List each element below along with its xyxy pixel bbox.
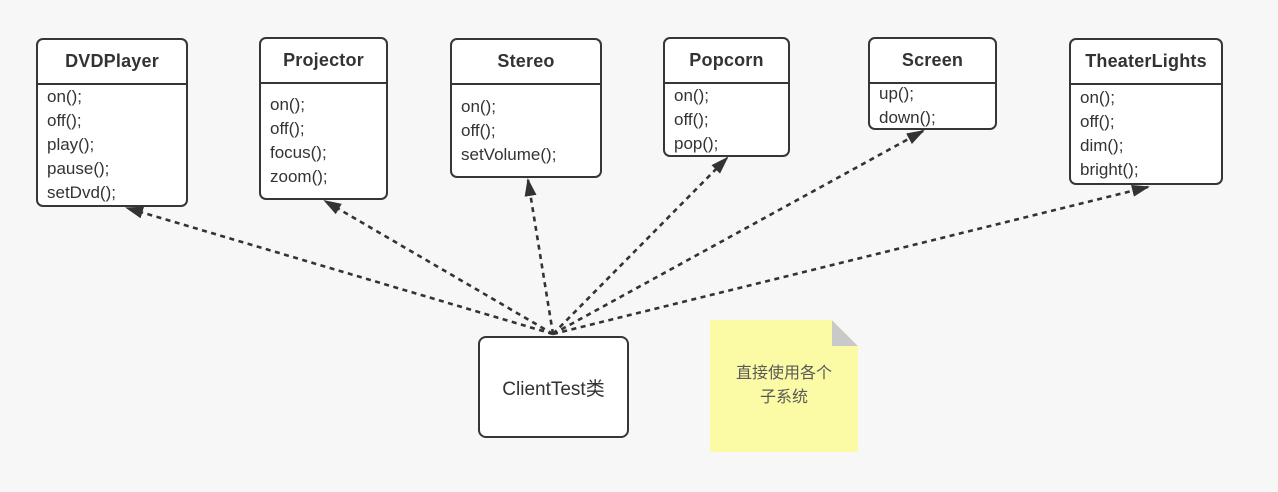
- method: up();: [879, 84, 914, 103]
- class-methods: on(); off(); play(); pause(); setDvd();: [38, 85, 186, 205]
- method: down();: [879, 108, 936, 127]
- method: on();: [461, 96, 496, 116]
- class-methods: on(); off(); focus(); zoom();: [261, 84, 386, 198]
- class-box-screen[interactable]: Screen up(); down();: [868, 37, 997, 130]
- client-label: ClientTest类: [502, 378, 605, 400]
- class-title: Stereo: [452, 40, 600, 85]
- method: off();: [461, 120, 496, 140]
- note-text-line1: 直接使用各个: [735, 365, 832, 382]
- method: on();: [270, 95, 305, 114]
- edge-client-to-popcorn[interactable]: [552, 156, 729, 335]
- edge-client-to-screen[interactable]: [552, 129, 925, 336]
- edge-client-to-dvdplayer[interactable]: [125, 206, 554, 336]
- class-title: TheaterLights: [1071, 40, 1221, 85]
- class-box-dvdplayer[interactable]: DVDPlayer on(); off(); play(); pause(); …: [36, 38, 188, 207]
- class-box-popcorn[interactable]: Popcorn on(); off(); pop();: [663, 37, 790, 157]
- edge-client-to-projector[interactable]: [323, 199, 554, 336]
- class-methods: on(); off(); dim(); bright();: [1071, 85, 1221, 183]
- class-title: DVDPlayer: [38, 40, 186, 85]
- method: dim();: [1080, 136, 1124, 155]
- class-title: Projector: [261, 39, 386, 84]
- edge-client-to-theaterlights[interactable]: [552, 185, 1150, 336]
- method: pop();: [674, 133, 719, 153]
- method: on();: [674, 85, 709, 105]
- class-methods: on(); off(); pop();: [665, 84, 788, 155]
- sticky-note[interactable]: 直接使用各个 子系统: [710, 320, 858, 452]
- method: off();: [1080, 112, 1115, 131]
- client-box[interactable]: ClientTest类: [478, 336, 629, 438]
- class-box-stereo[interactable]: Stereo on(); off(); setVolume();: [450, 38, 602, 178]
- method: on();: [1080, 88, 1115, 107]
- class-box-projector[interactable]: Projector on(); off(); focus(); zoom();: [259, 37, 388, 200]
- class-title: Screen: [870, 39, 995, 84]
- note-text-line2: 子系统: [759, 389, 808, 406]
- class-title: Popcorn: [665, 39, 788, 84]
- method: zoom();: [270, 167, 328, 186]
- class-box-theaterlights[interactable]: TheaterLights on(); off(); dim(); bright…: [1069, 38, 1223, 185]
- method: on();: [47, 87, 82, 106]
- method: play();: [47, 135, 95, 154]
- method: setDvd();: [47, 183, 116, 202]
- method: focus();: [270, 143, 327, 162]
- method: pause();: [47, 159, 110, 178]
- method: off();: [270, 119, 305, 138]
- method: setVolume();: [461, 144, 557, 164]
- class-methods: on(); off(); setVolume();: [452, 85, 600, 176]
- method: off();: [47, 111, 82, 130]
- method: off();: [674, 109, 709, 129]
- method: bright();: [1080, 160, 1139, 179]
- edge-client-to-stereo[interactable]: [524, 178, 555, 335]
- class-methods: up(); down();: [870, 84, 995, 128]
